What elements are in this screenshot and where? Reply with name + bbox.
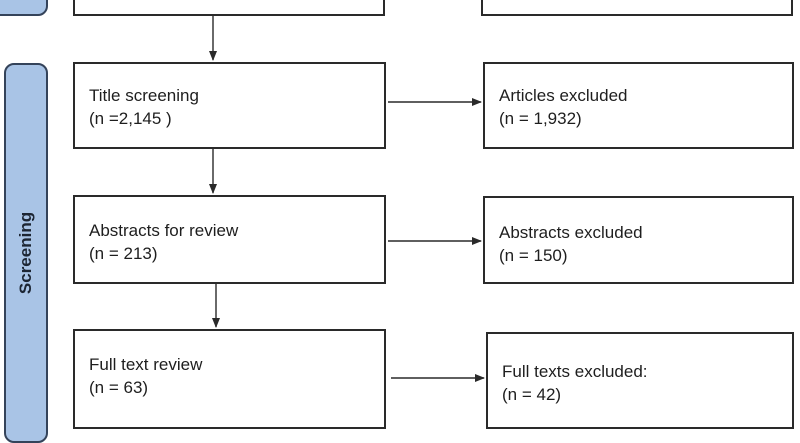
full-texts-excluded-label: Full texts excluded: [502,362,648,381]
abstracts-review-box: Abstracts for review (n = 213) [73,195,386,284]
abstracts-excluded-label: Abstracts excluded [499,223,643,242]
identification-box [73,0,385,16]
abstracts-review-label: Abstracts for review [89,221,239,240]
phase-label-top [0,0,48,16]
abstracts-excluded-count: (n = 150) [499,246,568,265]
articles-excluded-box: Articles excluded (n = 1,932) [483,62,794,149]
title-screening-label: Title screening [89,86,199,105]
articles-excluded-label: Articles excluded [499,86,628,105]
abstracts-review-count: (n = 213) [89,244,158,263]
full-text-review-box: Full text review (n = 63) [73,329,386,429]
title-screening-count: (n =2,145 ) [89,109,172,128]
full-text-review-label: Full text review [89,355,203,374]
title-screening-box: Title screening (n =2,145 ) [73,62,386,149]
full-texts-excluded-box: Full texts excluded: (n = 42) [486,332,794,429]
identification-excluded-box [481,0,793,16]
articles-excluded-count: (n = 1,932) [499,109,582,128]
connector-arrows [209,16,485,382]
full-texts-excluded-count: (n = 42) [502,385,562,404]
full-text-review-count: (n = 63) [89,378,149,397]
abstracts-excluded-box: Abstracts excluded (n = 150) [483,196,794,284]
phase-label-screening: Screening [4,63,48,443]
